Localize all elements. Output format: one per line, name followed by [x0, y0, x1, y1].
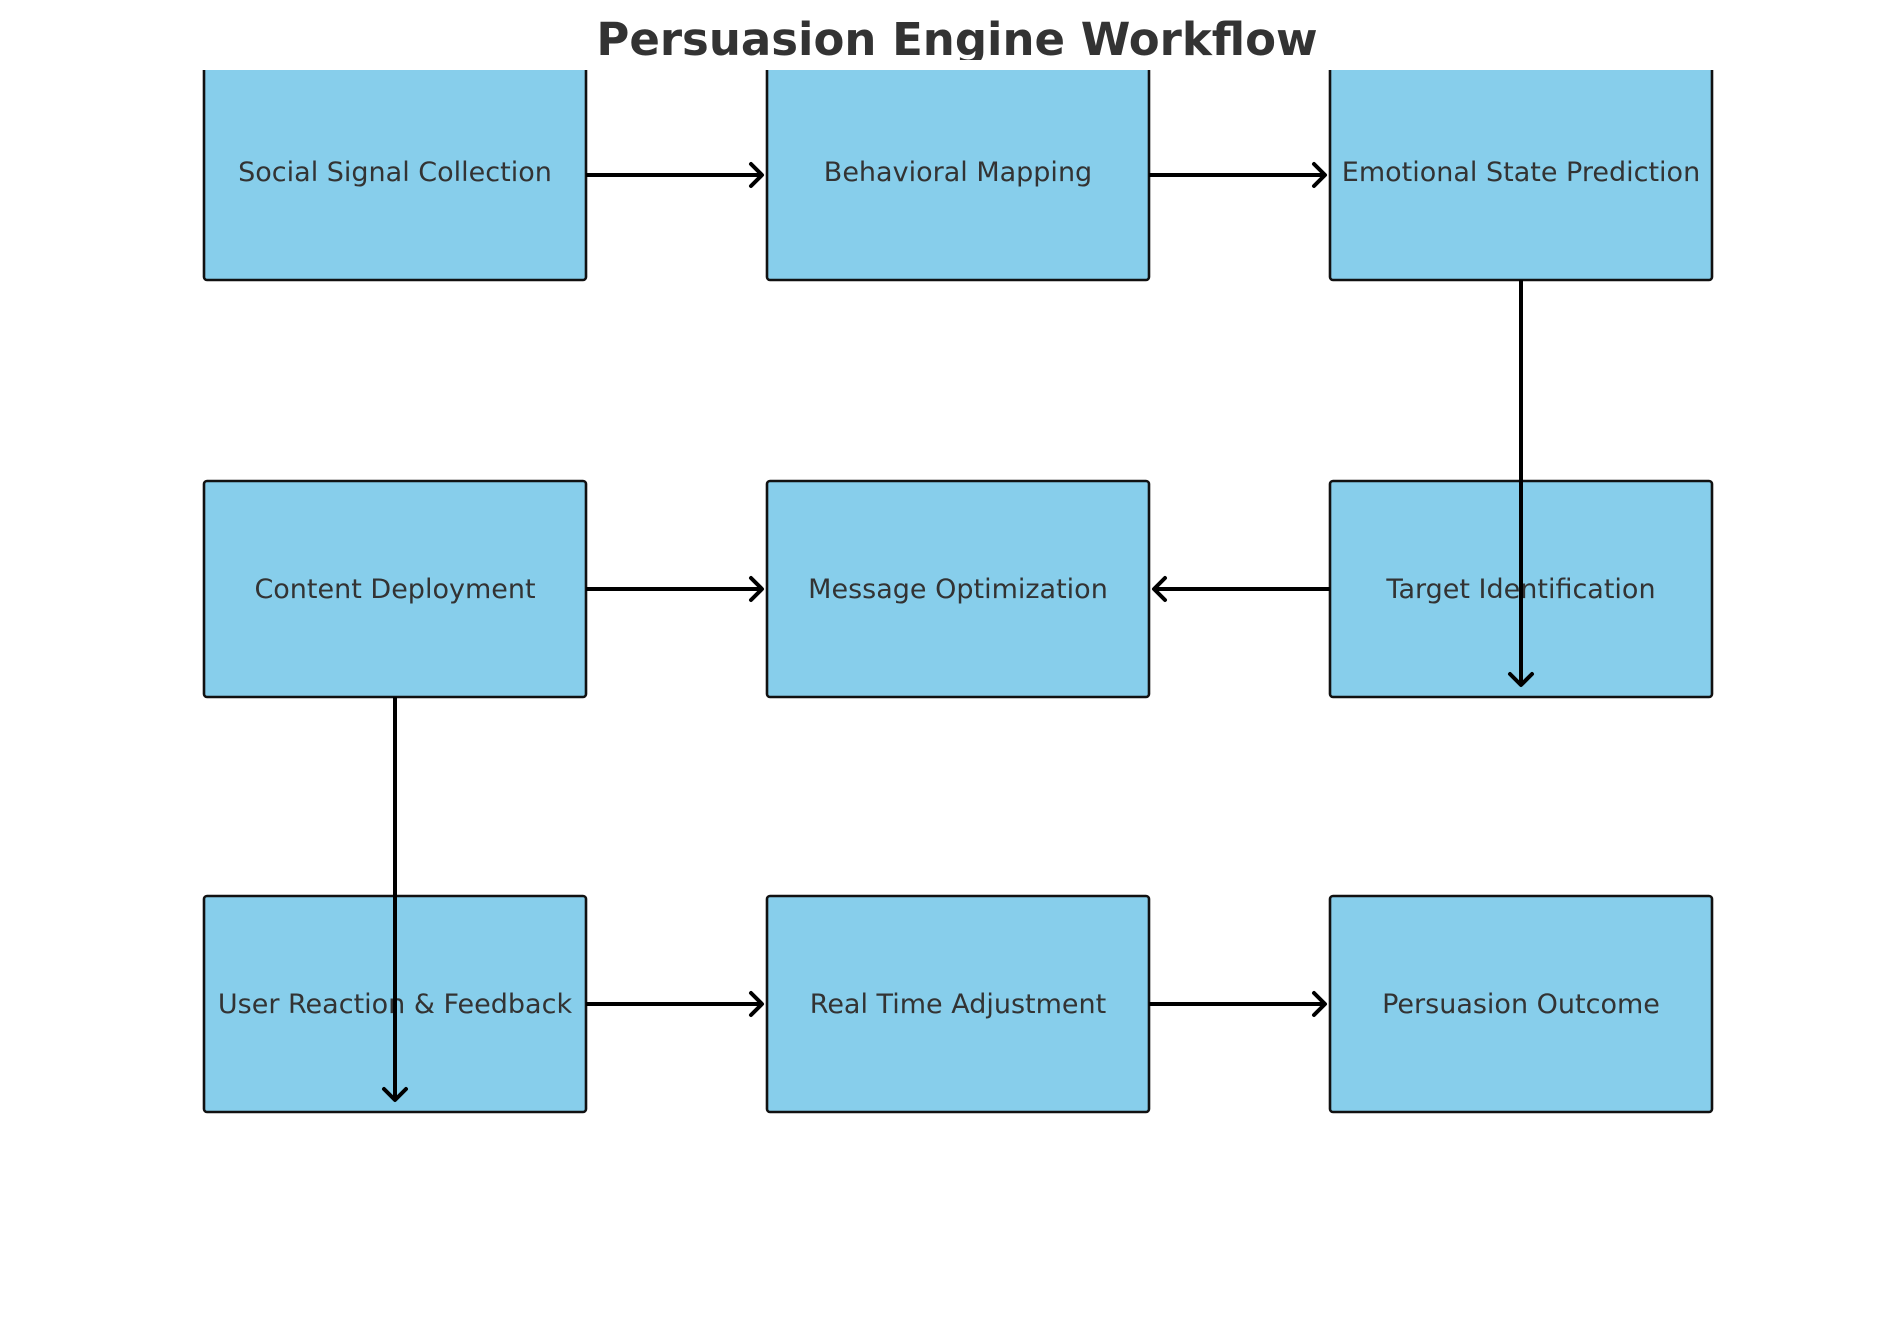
arrow-target-identification-to-message-optimization — [1152, 576, 1330, 602]
arrow-head — [1312, 162, 1327, 188]
arrow-head — [1152, 576, 1167, 602]
node-label: Message Optimization — [808, 574, 1108, 605]
top-crop-mask — [0, 60, 1900, 70]
node-box — [1328, 894, 1714, 1114]
node-content-deployment: Content Deployment — [202, 479, 588, 699]
arrow-social-signal-collection-to-behavioral-mapping — [586, 162, 764, 188]
node-message-optimization: Message Optimization — [765, 479, 1151, 699]
diagram-title: Persuasion Engine Workflow — [596, 13, 1317, 66]
node-persuasion-outcome: Persuasion Outcome — [1328, 894, 1714, 1114]
node-real-time-adjustment: Real Time Adjustment — [765, 894, 1151, 1114]
arrow-head — [749, 162, 764, 188]
arrow-real-time-adjustment-to-persuasion-outcome — [1149, 991, 1327, 1017]
arrow-head — [749, 576, 764, 602]
arrow-content-deployment-to-user-reaction-feedback — [382, 697, 408, 1102]
node-label: Content Deployment — [254, 574, 535, 605]
node-social-signal-collection: Social Signal Collection — [202, 62, 588, 282]
node-label: Real Time Adjustment — [810, 989, 1106, 1020]
arrow-head — [1508, 672, 1534, 687]
arrow-head — [749, 991, 764, 1017]
arrow-user-reaction-feedback-to-real-time-adjustment — [586, 991, 764, 1017]
node-label: Social Signal Collection — [238, 157, 552, 188]
node-label: Behavioral Mapping — [824, 157, 1092, 188]
nodes-layer: Social Signal Collection Behavioral Mappi… — [0, 60, 1900, 1114]
node-box — [765, 479, 1151, 699]
node-label: Persuasion Outcome — [1382, 989, 1660, 1020]
node-label: Emotional State Prediction — [1342, 157, 1700, 188]
arrow-behavioral-mapping-to-emotional-state-prediction — [1149, 162, 1327, 188]
arrow-head — [382, 1087, 408, 1102]
arrow-emotional-state-prediction-to-target-identification — [1508, 280, 1534, 687]
node-behavioral-mapping: Behavioral Mapping — [765, 62, 1151, 282]
arrow-content-deployment-to-message-optimization — [586, 576, 764, 602]
edges-layer — [382, 162, 1534, 1102]
arrow-head — [1312, 991, 1327, 1017]
node-emotional-state-prediction: Emotional State Prediction — [1328, 62, 1714, 282]
